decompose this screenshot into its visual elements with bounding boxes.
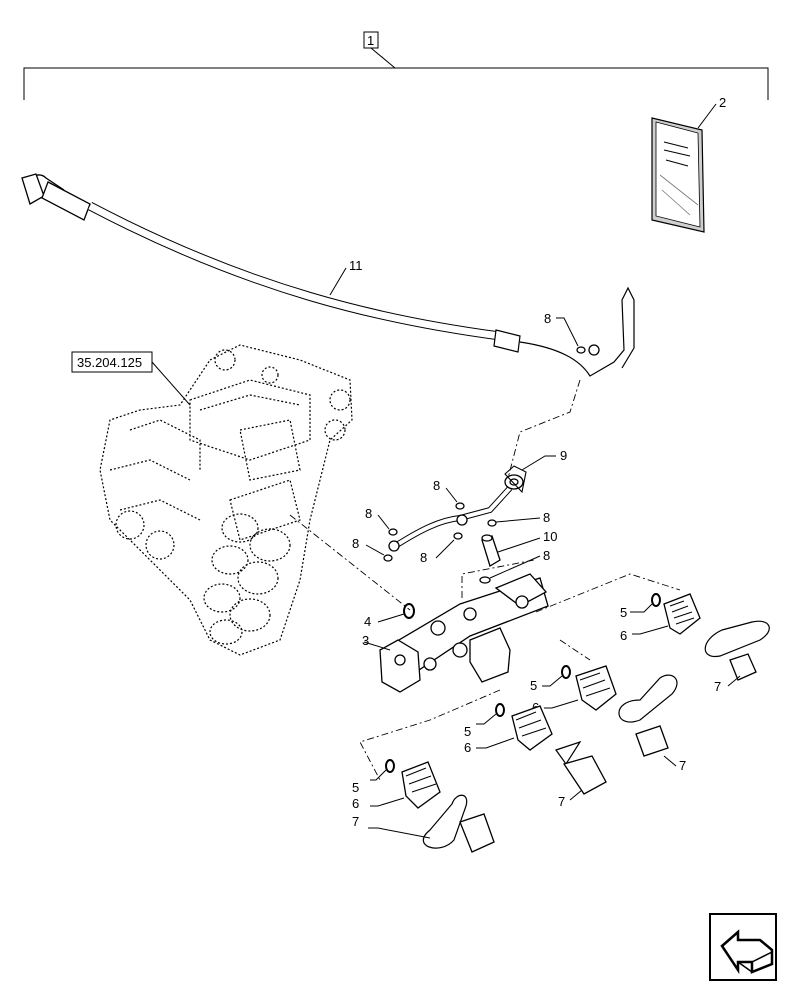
callout-7-d: 7 [352,814,359,829]
seal-ring-lower: 8 [479,548,550,584]
callout-8-right: 8 [543,510,550,525]
sleeve-part: 10 [481,529,557,567]
reference-label: 35.204.125 [77,355,142,370]
callout-5-c: 5 [464,724,471,739]
callout-8-left-lower: 8 [352,536,359,551]
callout-7-a: 7 [714,679,721,694]
control-valve-block-phantom [99,344,353,656]
quick-coupler-set-d: 5 6 7 [352,759,495,853]
callout-11: 11 [349,258,363,273]
callout-10: 10 [543,529,557,544]
assembly-bracket: 1 [23,31,769,100]
callout-8-left-upper: 8 [365,506,372,521]
callout-5-b: 5 [530,678,537,693]
callout-7-b: 7 [679,758,686,773]
callout-6-d: 6 [352,796,359,811]
quick-coupler-set-c: 5 6 7 [464,703,607,809]
assembly-label: 1 [367,33,374,48]
o-ring-4: 4 [364,603,415,629]
quick-coupler-set-a: 5 6 7 [620,593,770,694]
next-page-arrow-icon[interactable] [709,913,777,981]
hydraulic-hose: 11 [21,173,635,377]
callout-3: 3 [362,633,369,648]
callout-6-a: 6 [620,628,627,643]
assembly-center-lines [289,379,681,781]
quick-coupler-set-b: 5 6 7 [530,665,686,773]
callout-8-upper: 8 [433,478,440,493]
callout-8-middle: 8 [420,550,427,565]
manual-document: 2 [651,95,726,233]
callout-2: 2 [719,95,726,110]
callout-9: 9 [560,448,567,463]
coupler-manifold: 3 [362,573,549,693]
callout-4: 4 [364,614,371,629]
seal-rings-middle: 8 8 8 8 8 [352,478,550,565]
callout-7-c: 7 [558,794,565,809]
connector-tube: 9 [388,448,567,552]
callout-5-a: 5 [620,605,627,620]
seal-ring-top: 8 [544,311,586,354]
callout-8-top: 8 [544,311,551,326]
callout-5-d: 5 [352,780,359,795]
reference-box: 35.204.125 [71,351,191,406]
callout-6-c: 6 [464,740,471,755]
callout-8-lower: 8 [543,548,550,563]
